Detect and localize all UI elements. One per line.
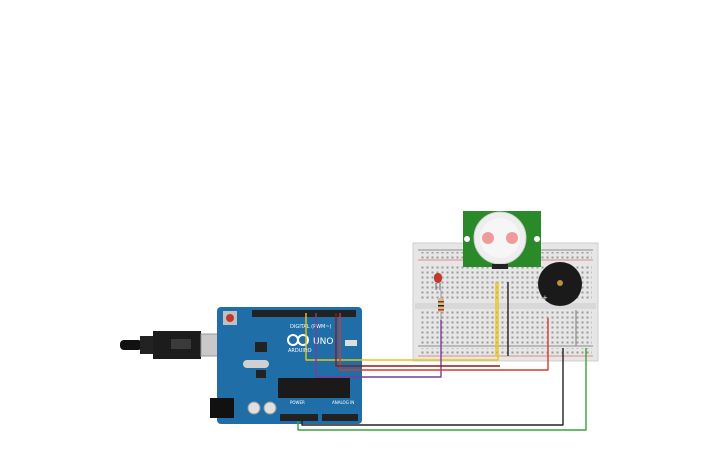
analog-header[interactable] xyxy=(322,414,358,421)
buzzer-plus-label: + xyxy=(542,294,548,302)
bottom-power-rail[interactable] xyxy=(420,348,592,355)
usb-cable[interactable] xyxy=(120,331,224,359)
brand-label: ARDUINO xyxy=(288,348,312,354)
yellow-wire[interactable] xyxy=(305,282,499,361)
purple-wire[interactable] xyxy=(315,313,442,378)
lower-terminal-strip[interactable] xyxy=(420,311,592,344)
arduino-logo-icon xyxy=(287,334,309,346)
wires xyxy=(297,282,587,431)
green-wire[interactable] xyxy=(297,348,587,431)
digital-header[interactable] xyxy=(252,310,356,317)
black-wire[interactable] xyxy=(301,348,564,426)
piezo-buzzer[interactable]: + xyxy=(538,262,582,306)
buzzer-center xyxy=(557,280,563,286)
resistor[interactable] xyxy=(438,290,444,320)
atmega-chip xyxy=(278,378,350,398)
analog-label: ANALOG IN xyxy=(332,400,354,405)
power-jack[interactable] xyxy=(210,398,234,418)
model-label: UNO xyxy=(313,337,333,347)
red-led[interactable] xyxy=(434,273,442,290)
crystal xyxy=(243,360,269,368)
red-wire[interactable] xyxy=(339,313,549,371)
power-header[interactable] xyxy=(280,414,318,421)
power-label: POWER xyxy=(290,400,305,405)
arduino-uno-board[interactable]: DIGITAL (PWM~) UNO ARDUINO POWER ANALOG … xyxy=(210,307,362,424)
pir-pins xyxy=(492,264,508,269)
digital-label: DIGITAL (PWM~) xyxy=(290,324,332,330)
pir-motion-sensor[interactable] xyxy=(463,211,541,269)
dark-red-wire[interactable] xyxy=(335,313,500,367)
